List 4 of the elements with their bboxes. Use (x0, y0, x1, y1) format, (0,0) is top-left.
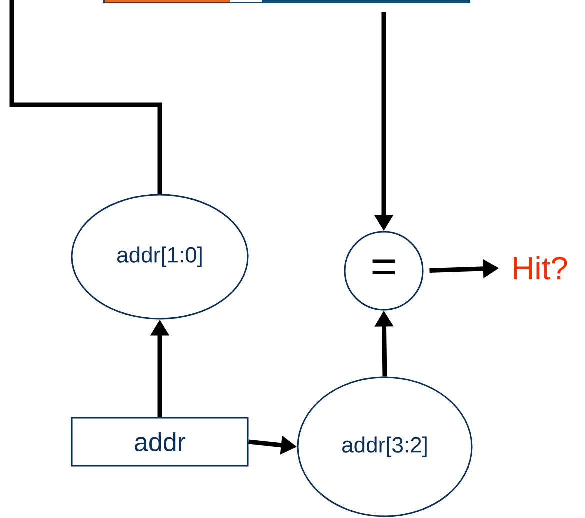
result-label: Hit? (514, 256, 568, 280)
input-box: addr (71, 417, 249, 467)
line (10, 0, 162, 194)
register-bar (104, 0, 470, 4)
